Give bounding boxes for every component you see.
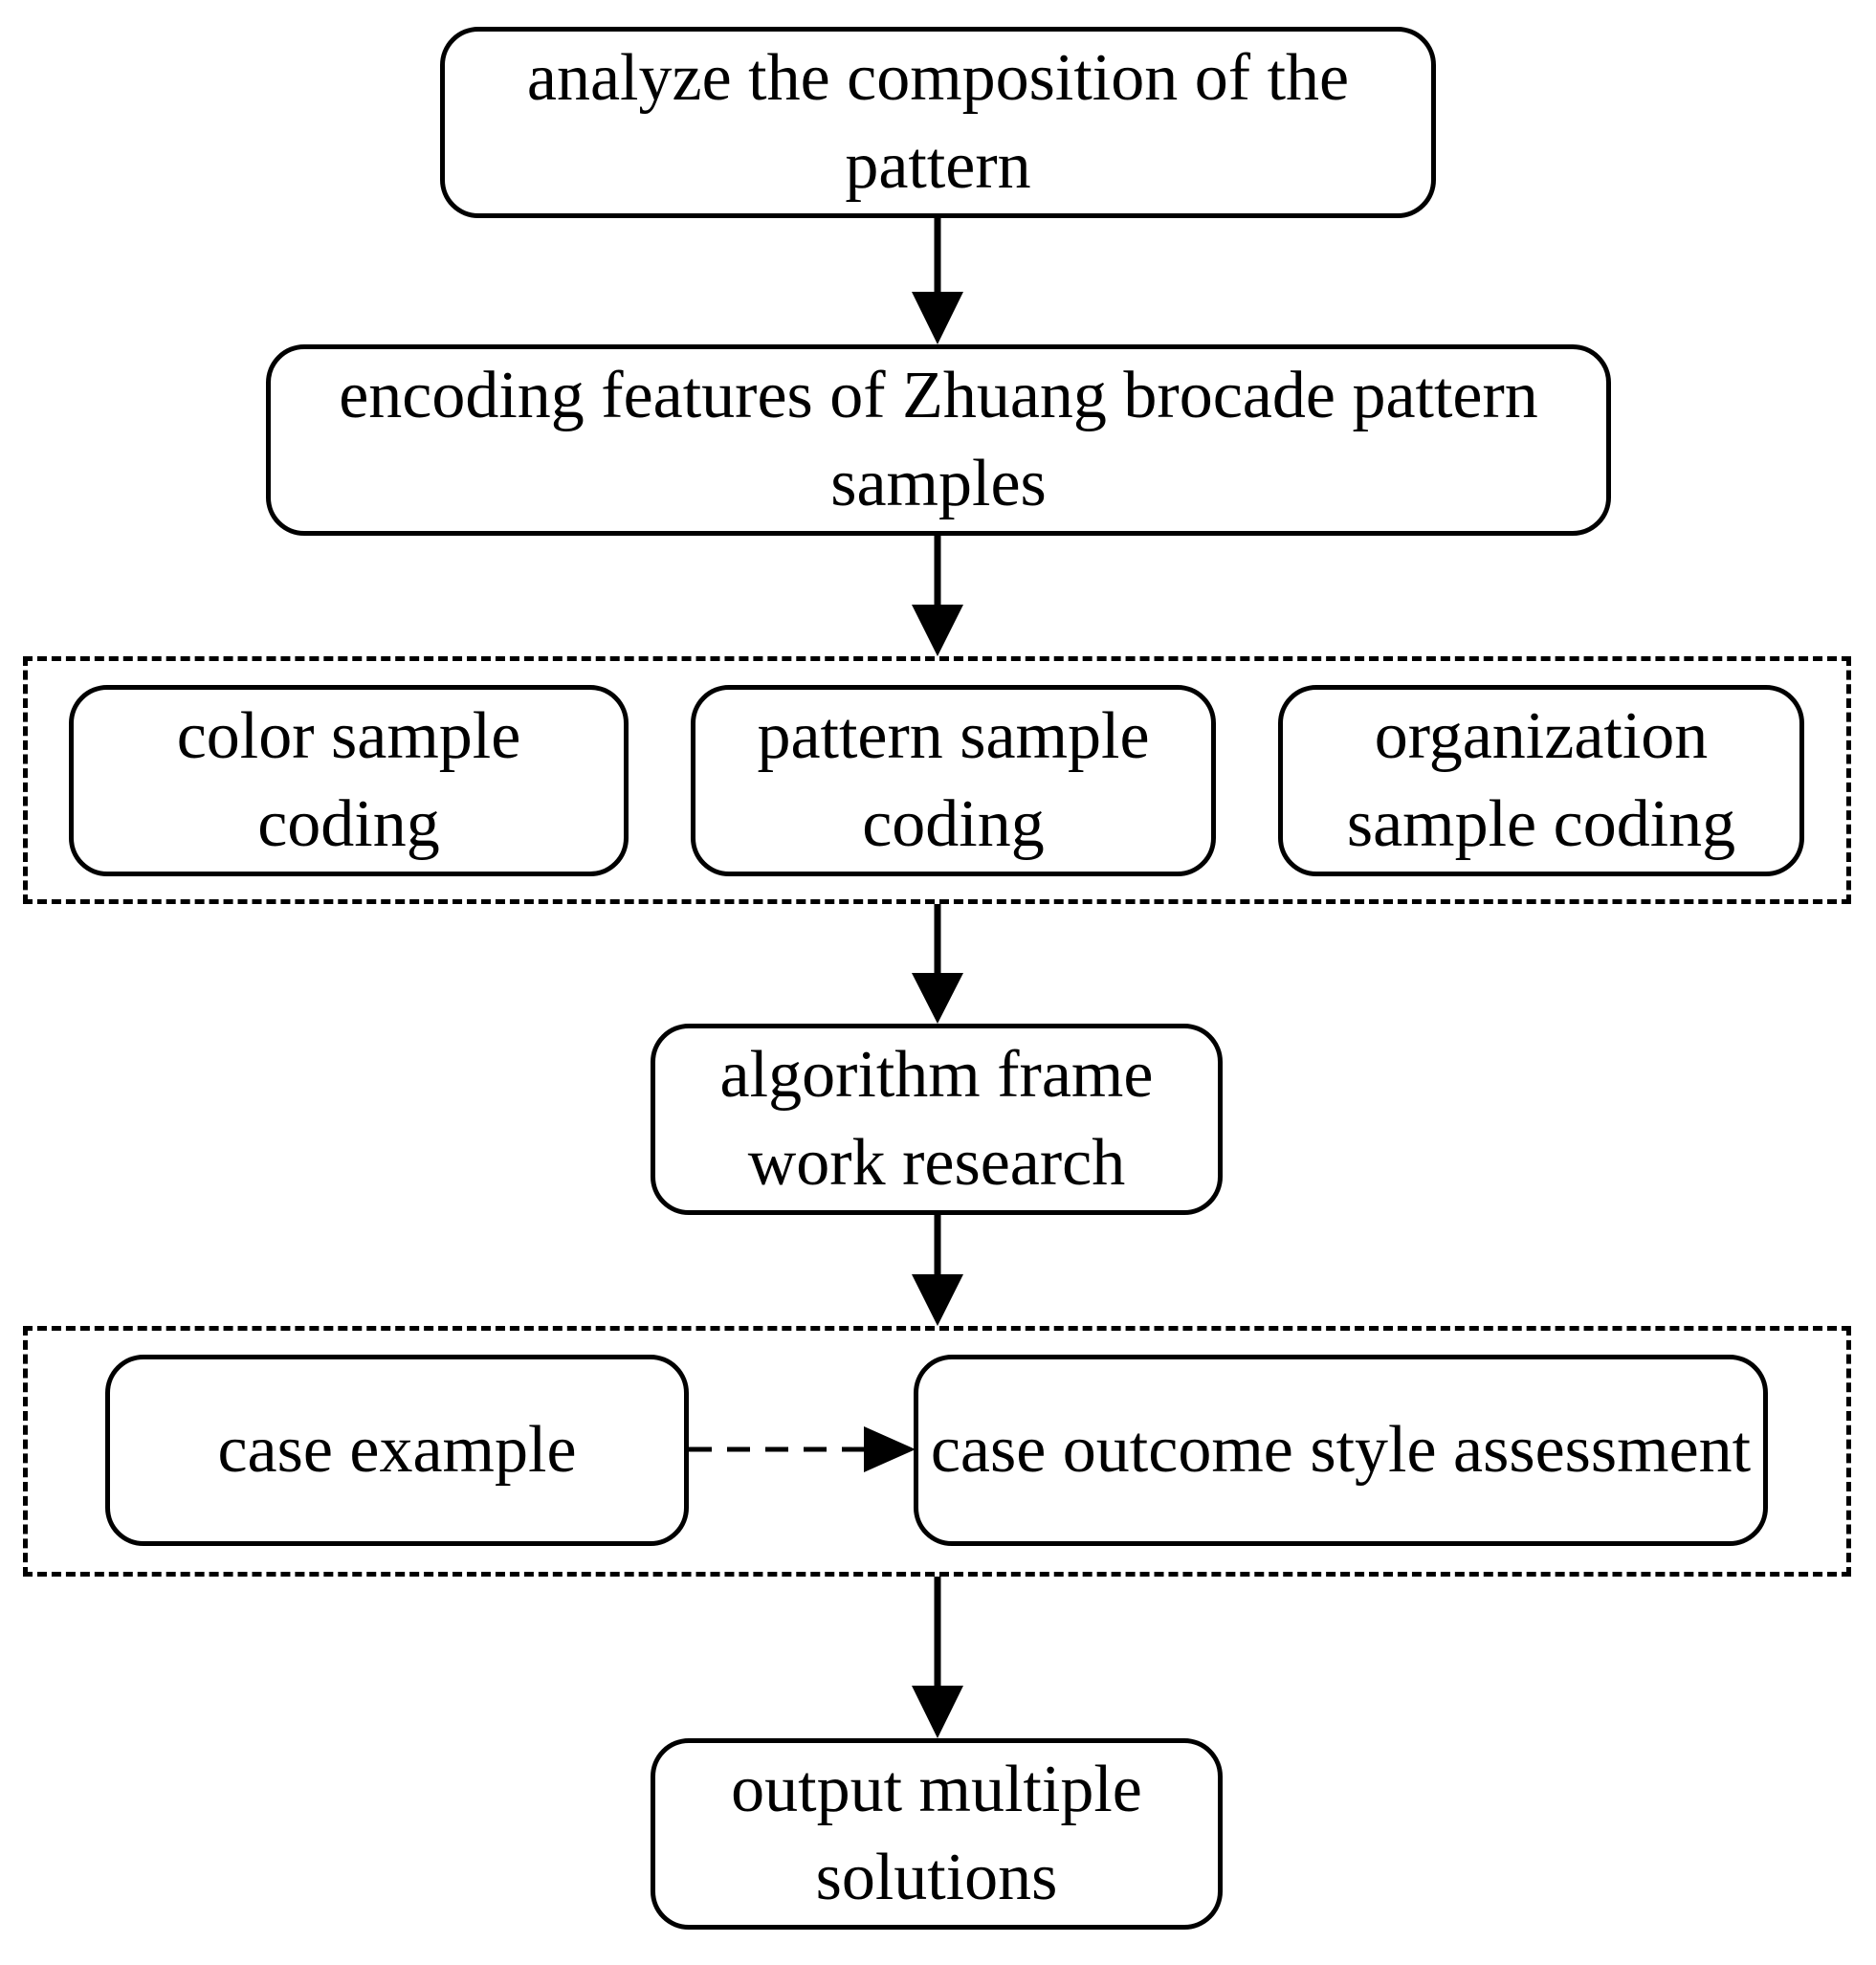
node-encoding-label: encoding features of Zhuang brocade patt…	[339, 359, 1538, 520]
node-color-coding-label: color sample coding	[176, 699, 521, 861]
node-pattern-coding: pattern sample coding	[691, 685, 1216, 876]
arrowhead-algorithm	[912, 973, 963, 1024]
node-case-assessment-label: case outcome style assessment	[930, 1413, 1752, 1487]
node-case-example-label: case example	[217, 1413, 577, 1487]
node-organization-coding-label: organization sample coding	[1346, 699, 1736, 861]
node-color-coding: color sample coding	[69, 685, 629, 876]
node-case-example: case example	[105, 1355, 689, 1546]
node-organization-coding: organization sample coding	[1278, 685, 1804, 876]
arrowhead-case-group	[912, 1274, 963, 1326]
arrowhead-encoding	[912, 292, 963, 344]
node-analyze-label: analyze the composition of the pattern	[526, 41, 1350, 203]
arrowhead-case-assessment	[864, 1426, 916, 1472]
node-analyze: analyze the composition of the pattern	[440, 27, 1436, 218]
node-output: output multiple solutions	[651, 1738, 1223, 1930]
arrowhead-output	[912, 1686, 963, 1738]
node-algorithm-label: algorithm frame work research	[719, 1038, 1154, 1200]
case-group	[23, 1326, 1851, 1577]
coding-group	[23, 656, 1851, 904]
arrowhead-coding-group	[912, 605, 963, 656]
node-encoding: encoding features of Zhuang brocade patt…	[266, 344, 1611, 536]
node-pattern-coding-label: pattern sample coding	[757, 699, 1150, 861]
node-algorithm: algorithm frame work research	[651, 1024, 1223, 1215]
node-case-assessment: case outcome style assessment	[914, 1355, 1768, 1546]
node-output-label: output multiple solutions	[731, 1753, 1142, 1914]
